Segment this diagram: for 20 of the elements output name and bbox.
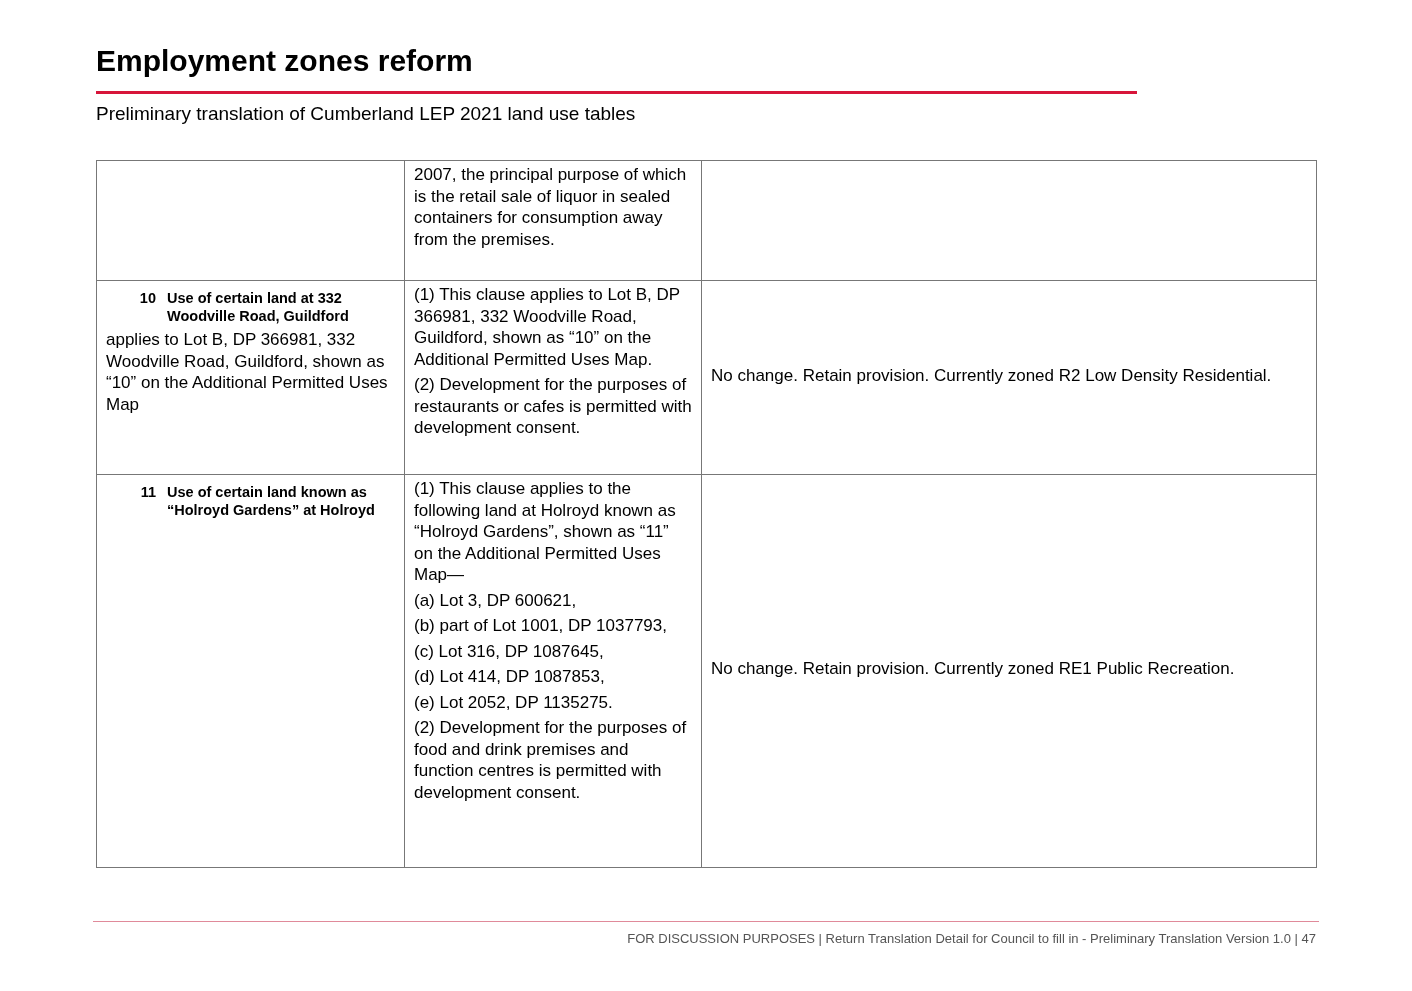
cell-text: No change. Retain provision. Currently zoned R2 Low Density Residential. [711,364,1273,387]
cell-text: (c) Lot 316, DP 1087645, [414,640,605,662]
cell-text: (d) Lot 414, DP 1087853, [414,666,606,688]
page-title: Employment zones reform [96,44,473,78]
clause-heading: Use of certain land known as “Holroyd Gardens” at Holroyd [167,483,376,519]
clause-heading: Use of certain land at 332 Woodville Road, Guildford [167,289,350,325]
cell-text: (e) Lot 2052, DP 1135275. [414,691,614,713]
clause-number: 11 [139,483,157,502]
cell-text: No change. Retain provision. Currently zoned RE1 Public Recreation. [711,658,1236,680]
cell-text: applies to Lot B, DP 366981, 332 Woodville Road, Guildford, shown as “10” on the Additional Permitted Uses Map [106,329,389,415]
cell-text: (b) part of Lot 1001, DP 1037793, [414,615,668,637]
cell-text: (2) Development for the purposes of restaurants or cafes is permitted with development consent. [414,374,692,439]
clause-number: 10 [138,289,157,308]
cell-text: (1) This clause applies to Lot B, DP 366981, 332 Woodville Road, Guildford, shown as “10” on the Additional Permitted Uses Map. [414,284,681,370]
cell-text: 2007, the principal purpose of which is the retail sale of liquor in sealed containers for consumption away from the premises. [414,164,688,250]
cell-text: (1) This clause applies to the following land at Holroyd known as “Holroyd Gardens”, shown as “11” on the Additional Permitted Uses Map— [414,478,677,586]
footer-text: FOR DISCUSSION PURPOSES | Return Translation Detail for Council to fill in - Preliminary Translation Version 1.0 | 47 [627,931,1316,946]
subtitle: Preliminary translation of Cumberland LEP 2021 land use tables [96,103,636,125]
cell-text: (2) Development for the purposes of food and drink premises and function centres is permitted with development consent. [414,717,688,803]
cell-text: (a) Lot 3, DP 600621, [414,589,578,611]
